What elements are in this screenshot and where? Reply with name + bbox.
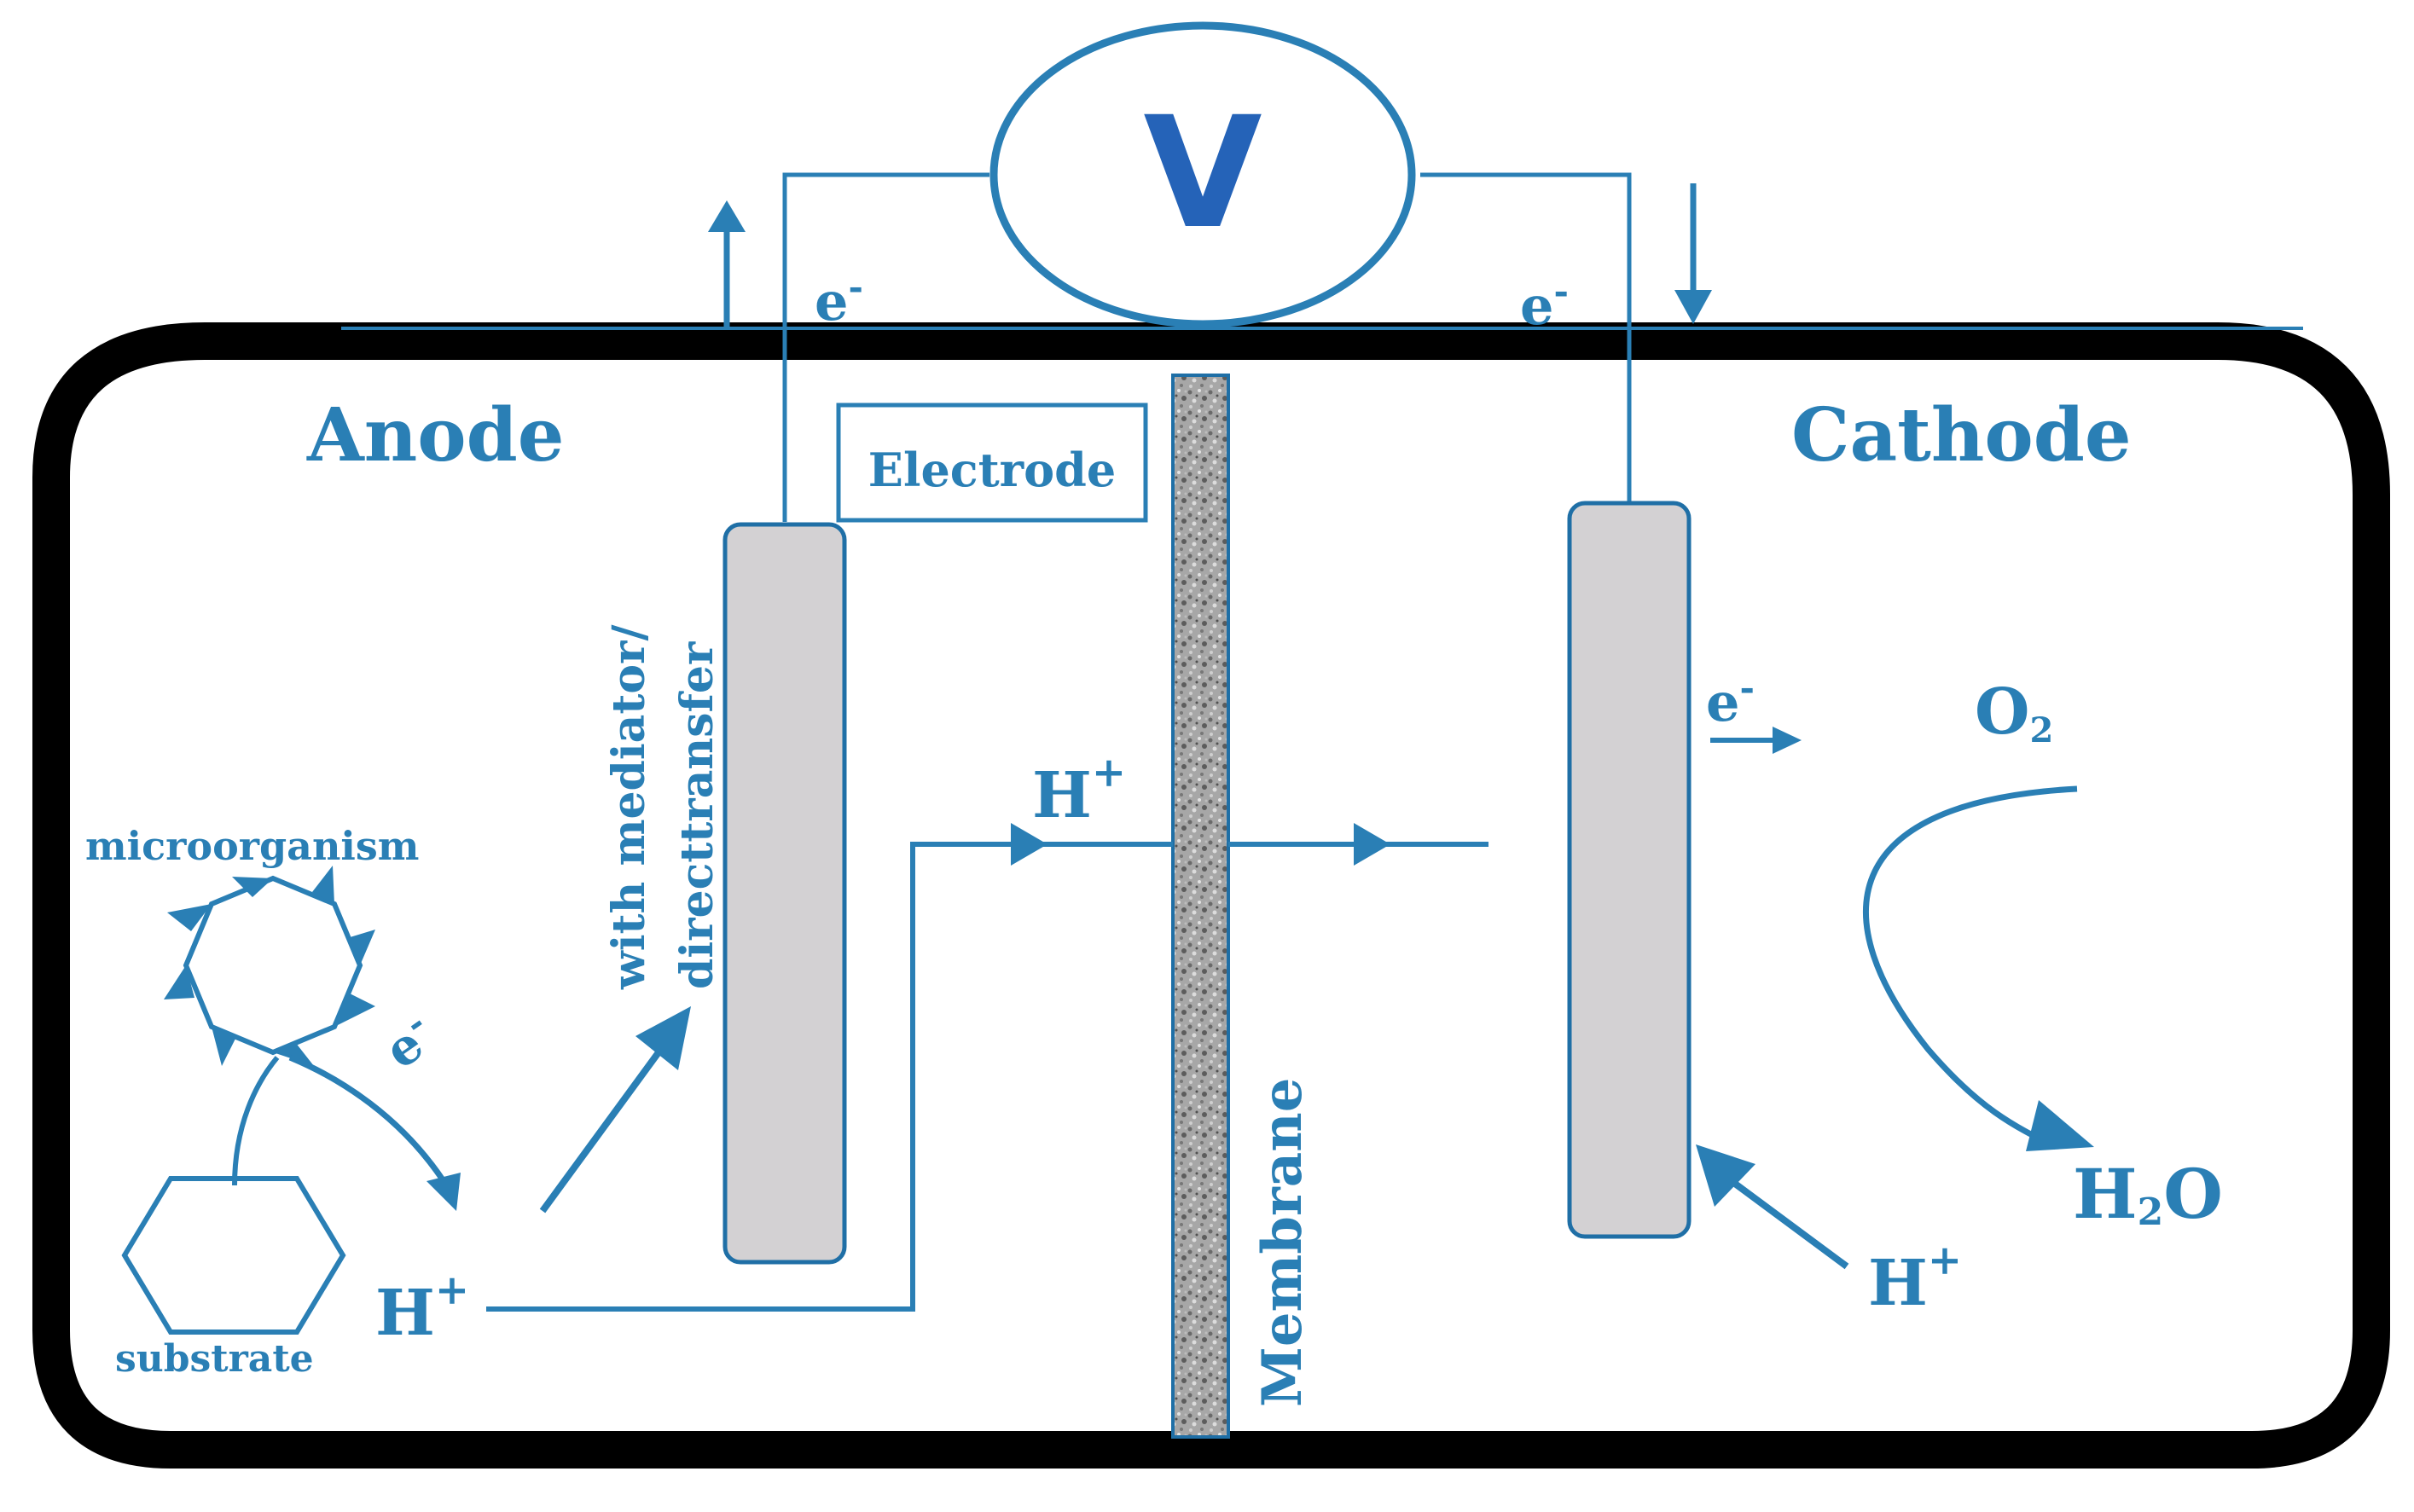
proton-path-arrowhead-right [1354,823,1390,866]
electrode-callout-box [836,403,1148,523]
transfer-arrow-shaft [539,1046,664,1214]
substrate-shape [121,1176,346,1335]
cathode-proton-label: H+ [1868,1237,1962,1320]
micro-substrate-link [232,1056,280,1186]
water-label: H2O [2073,1154,2223,1234]
transfer-label-line1: with mediator/ [603,625,655,990]
microorganism-shape [164,866,375,1066]
membrane-proton-label: H+ [1032,749,1126,832]
cathode-proton-arrow-head [1696,1144,1755,1207]
oxygen-to-water-arrow-head [2026,1100,2094,1151]
cathode-title: Cathode [1791,392,2132,478]
anode-proton-label: H+ [375,1266,469,1350]
substrate-label: substrate [115,1337,314,1381]
oxygen-label: O2 [1975,675,2053,750]
microorganism-label: microorganism [85,823,419,869]
electron-release-arrow-head [427,1173,461,1211]
membrane-label: Membrane [1251,1078,1314,1407]
anode-wire [782,172,989,522]
external-circuit [341,172,2303,522]
voltmeter-label: V [1143,84,1262,263]
electron-release-arrow [288,1054,446,1183]
cathode-electron-label: e- [1520,270,1569,337]
cathode-electrode [1567,501,1692,1239]
proton-path-arrowhead-left [1011,823,1047,866]
circuit-electron-arrows [708,183,1712,328]
cathode-release-electron-label: e- [1706,667,1755,733]
anode-up-arrow-head [708,200,746,232]
cathode-electron-arrow-head [1773,727,1802,754]
voltmeter-ring [989,21,1416,328]
cathode-down-arrow-head [1674,290,1712,324]
transfer-label-line2: directtransfer [671,641,723,989]
transfer-arrow-head [635,1006,691,1070]
voltmeter: V [989,21,1416,328]
cathode-wire [1420,172,1632,503]
anode-electron-label: e- [815,266,863,333]
oxygen-to-water-arrow [1863,785,2078,1150]
membrane [1171,374,1230,1439]
anode-electrode [722,522,847,1265]
electrode-callout-label: Electrode [868,443,1116,497]
anode-title: Anode [306,392,564,478]
cathode-proton-arrow-shaft [1729,1178,1849,1270]
